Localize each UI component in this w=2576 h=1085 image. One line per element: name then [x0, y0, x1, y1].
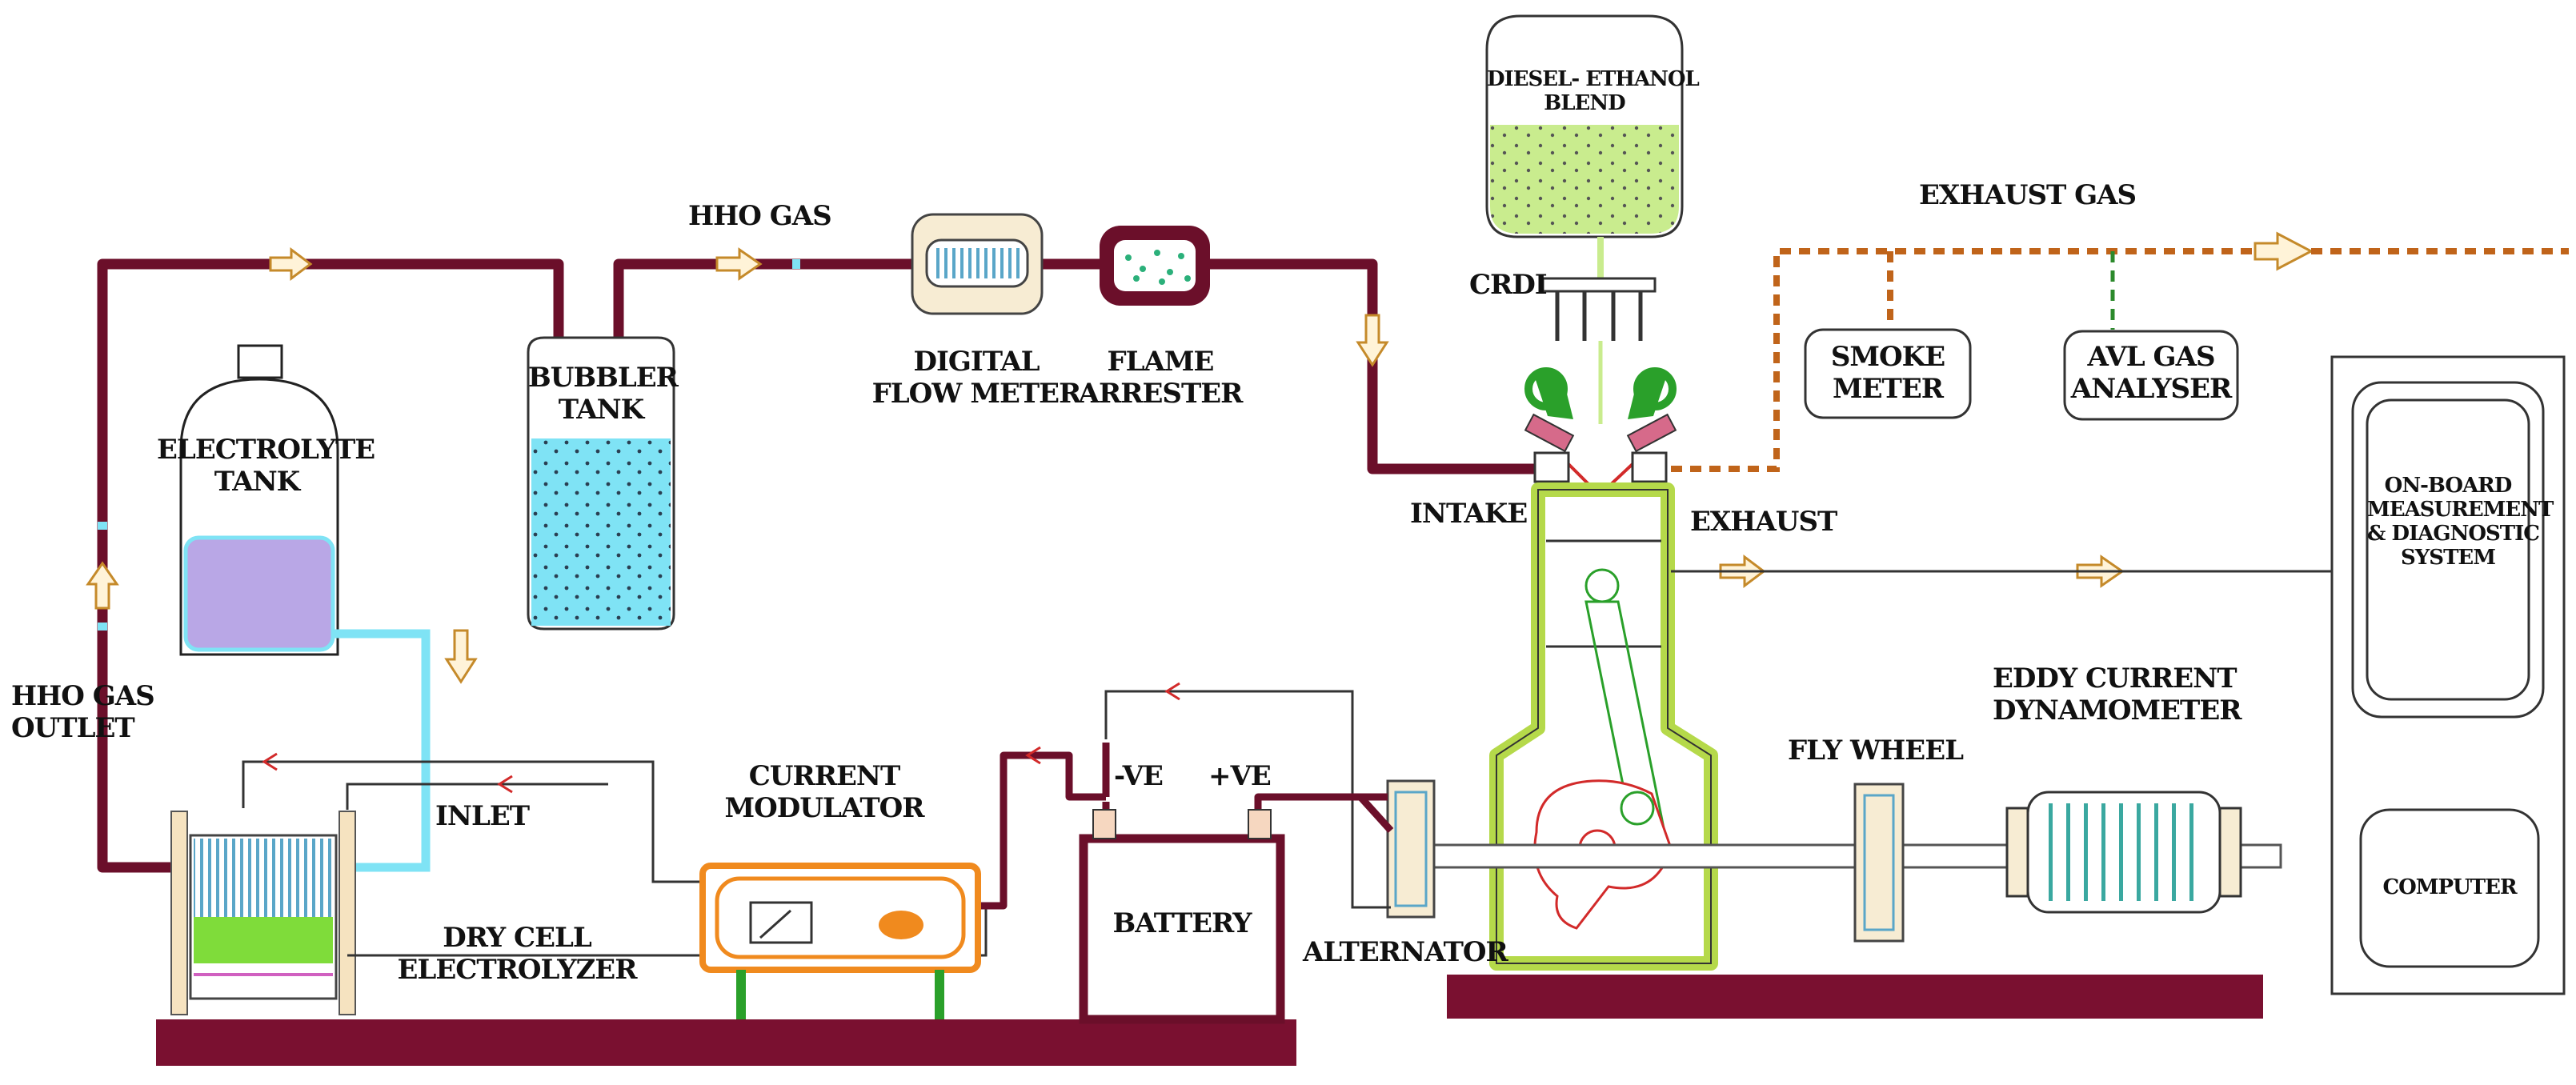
arrow-right-icon	[269, 247, 313, 281]
current-modulator-label: CURRENT MODULATOR	[724, 760, 925, 824]
eddy-current-dynamometer	[2005, 791, 2242, 914]
fly-wheel-label: FLY WHEEL	[1788, 735, 1964, 767]
pipe-joints	[98, 259, 800, 631]
avl-gas-analyser	[2063, 330, 2239, 421]
eddy-current-dynamometer-label: EDDY CURRENT DYNAMOMETER	[1993, 663, 2242, 727]
wire-direction-icons	[262, 682, 1180, 794]
avl-gas-analyser-label: AVL GAS ANALYSER	[2070, 341, 2233, 405]
negative-terminal-label: -VE	[1114, 760, 1164, 792]
onboard-measurement-system	[2330, 355, 2566, 995]
intake-label: INTAKE	[1410, 498, 1528, 530]
positive-terminal-label: +VE	[1208, 760, 1272, 792]
crdi-injector	[1541, 277, 1657, 341]
flame-arrester-label: FLAME ARRESTER	[1078, 346, 1244, 410]
digital-flow-meter	[911, 213, 1044, 315]
digital-flow-meter-label: DIGITAL FLOW METER	[871, 346, 1082, 410]
bubbler-tank-label: BUBBLER TANK	[528, 362, 679, 426]
electrolyte-supply-line	[331, 629, 431, 872]
dry-cell-electrolyzer	[170, 811, 356, 1015]
arrow-down-icon	[1356, 314, 1389, 367]
base-platform-right	[1447, 975, 2263, 1019]
flame-arrester	[1100, 226, 1210, 306]
exhaust-label: EXHAUST	[1690, 506, 1837, 538]
bubbler-tank	[527, 336, 675, 631]
exhaust-gas-line	[1671, 248, 2569, 472]
smoke-meter-label: SMOKE METER	[1830, 341, 1945, 405]
battery	[1079, 809, 1285, 1024]
smoke-meter	[1804, 328, 1972, 419]
arrow-right-icon	[715, 247, 763, 281]
engine	[1489, 367, 1718, 971]
base-platform-left	[156, 1019, 1296, 1066]
electrolyte-tank	[179, 344, 339, 656]
arrow-up-icon	[86, 561, 119, 610]
arrow-down-icon	[444, 629, 478, 684]
diesel-ethanol-label: DIESEL- ETHANOL BLEND	[1487, 67, 1700, 115]
onboard-system-label: ON-BOARD MEASUREMENT & DIAGNOSTIC SYSTEM	[2367, 474, 2554, 570]
electrolyte-tank-label: ELECTROLYTE TANK	[157, 434, 375, 498]
computer-label: COMPUTER	[2382, 875, 2517, 899]
current-modulator	[699, 863, 981, 1019]
crdi-label: CRDI	[1469, 269, 1548, 301]
fly-wheel	[1853, 783, 1905, 943]
arrow-right-icon	[2253, 231, 2314, 271]
dry-cell-electrolyzer-label: DRY CELL ELECTROLYZER	[397, 922, 638, 986]
inlet-label: INLET	[435, 800, 530, 832]
exhaust-gas-label: EXHAUST GAS	[1919, 179, 2137, 211]
hho-gas-outlet-label: HHO GAS OUTLET	[11, 680, 155, 744]
battery-label: BATTERY	[1112, 907, 1252, 939]
fuel-tank	[1485, 14, 1684, 238]
hho-gas-label: HHO GAS	[688, 200, 832, 232]
alternator-label: ALTERNATOR	[1303, 936, 1508, 968]
